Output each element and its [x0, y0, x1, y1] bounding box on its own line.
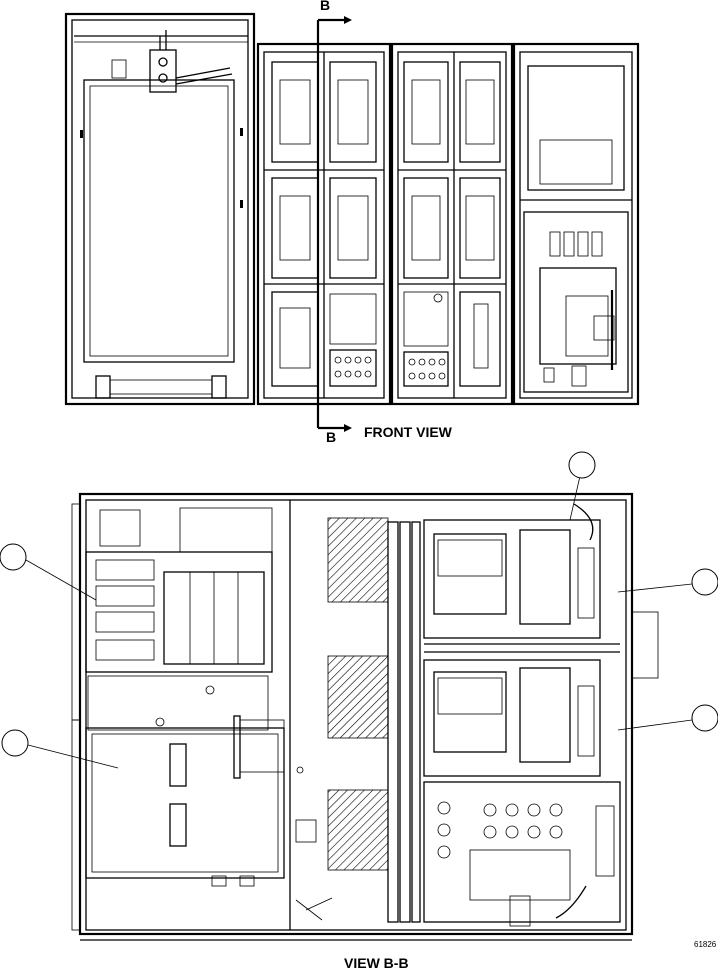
left-upper-assembly — [85, 507, 273, 731]
section-cut-line — [316, 16, 352, 432]
section-view-title: VIEW B-B — [344, 955, 409, 971]
right-cabinet — [512, 42, 640, 406]
callout-balloon-2 — [1, 729, 29, 757]
section-view — [0, 451, 718, 941]
callout-balloon-3 — [568, 451, 596, 479]
section-marker-top: B — [320, 0, 331, 13]
section-marker-bottom: B — [326, 429, 337, 445]
callout-balloon-4 — [691, 568, 718, 596]
callout-balloon-1 — [0, 543, 27, 571]
right-power-modules — [423, 503, 659, 927]
middle-cabinet-1 — [256, 42, 392, 406]
busbars — [387, 521, 421, 923]
front-view — [64, 12, 640, 432]
left-cabinet — [64, 12, 256, 406]
hatched-heatsinks — [295, 517, 389, 921]
left-lower-plate — [85, 715, 304, 887]
callout-balloons — [0, 451, 718, 757]
figure-number: 61826 — [694, 940, 717, 949]
callout-balloon-5 — [691, 704, 718, 732]
front-view-title: FRONT VIEW — [364, 424, 452, 440]
middle-cabinet-2 — [390, 42, 514, 406]
callout-leaders — [25, 475, 693, 769]
